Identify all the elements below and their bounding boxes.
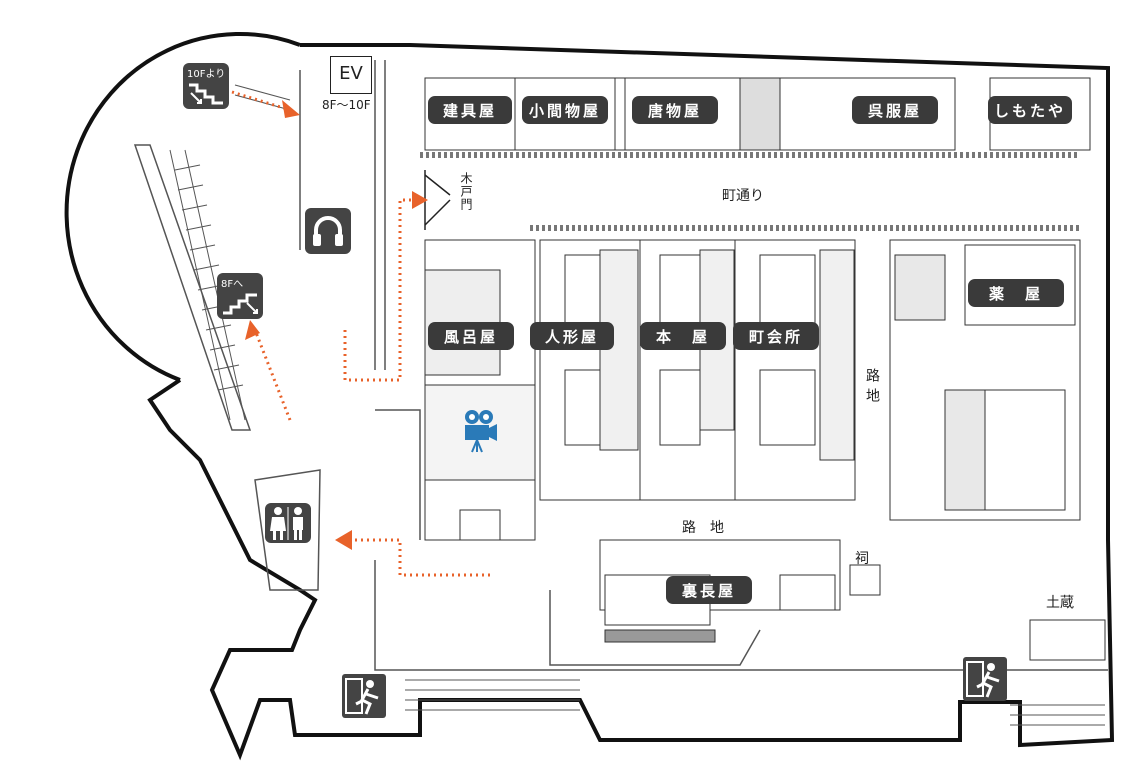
stairs-from-10f-label: 10Fより (187, 69, 226, 80)
stairs-to-8f-icon[interactable]: 8Fへ (217, 273, 263, 319)
gate-label: 木戸門 (459, 172, 473, 211)
emergency-exit-icon-left[interactable] (342, 674, 386, 718)
shop-label-komamono[interactable]: 小間物屋 (522, 96, 608, 124)
alley-horizontal-label: 路 地 (682, 520, 724, 536)
elevator-label: EV (339, 63, 363, 84)
stairs-icon (189, 83, 223, 105)
route-arrowheads (245, 100, 428, 550)
shop-label-gofuku[interactable]: 呉服屋 (852, 96, 938, 124)
emergency-exit-icon-right[interactable] (963, 657, 1007, 701)
shop-label-kusuriya[interactable]: 薬 屋 (968, 279, 1064, 307)
stairs-down-icon (223, 293, 258, 315)
alley-vertical-label: 路地 (864, 368, 880, 408)
shop-label-honya[interactable]: 本 屋 (640, 322, 726, 350)
shop-label-tategu[interactable]: 建具屋 (428, 96, 512, 124)
video-camera-icon[interactable] (460, 408, 500, 454)
audio-guide-icon[interactable] (305, 208, 351, 254)
stairs-hatch (169, 84, 1105, 726)
shrine-label: 祠 (855, 551, 869, 567)
stairs-to-8f-label: 8Fへ (221, 279, 244, 290)
shop-label-uranagaya[interactable]: 裏長屋 (666, 576, 752, 604)
storehouse-label: 土蔵 (1046, 595, 1074, 611)
emergency-exit-icon (966, 661, 1000, 698)
headphones-icon (313, 216, 343, 246)
middle-buildings (424, 225, 1081, 541)
inner-walls (133, 60, 1108, 671)
shop-label-ningyoya[interactable]: 人形屋 (530, 322, 614, 350)
restroom-figures-icon (270, 507, 303, 540)
elevator-box[interactable]: EV (330, 56, 372, 94)
stairs-from-10f-icon[interactable]: 10Fより (183, 63, 229, 109)
building-outline (64, 31, 1115, 761)
shop-label-shimotaya[interactable]: しもたや (988, 96, 1072, 124)
shop-label-karamono[interactable]: 唐物屋 (632, 96, 718, 124)
street-label: 町通り (722, 188, 764, 204)
visitor-route (231, 90, 490, 577)
shop-label-furoya[interactable]: 風呂屋 (428, 322, 514, 350)
gate-symbol (424, 170, 451, 230)
shop-label-chokaisho[interactable]: 町会所 (733, 322, 819, 350)
emergency-exit-icon (345, 678, 379, 715)
restroom-icon[interactable] (265, 503, 311, 543)
elevator-floors: 8F〜10F (322, 98, 371, 112)
